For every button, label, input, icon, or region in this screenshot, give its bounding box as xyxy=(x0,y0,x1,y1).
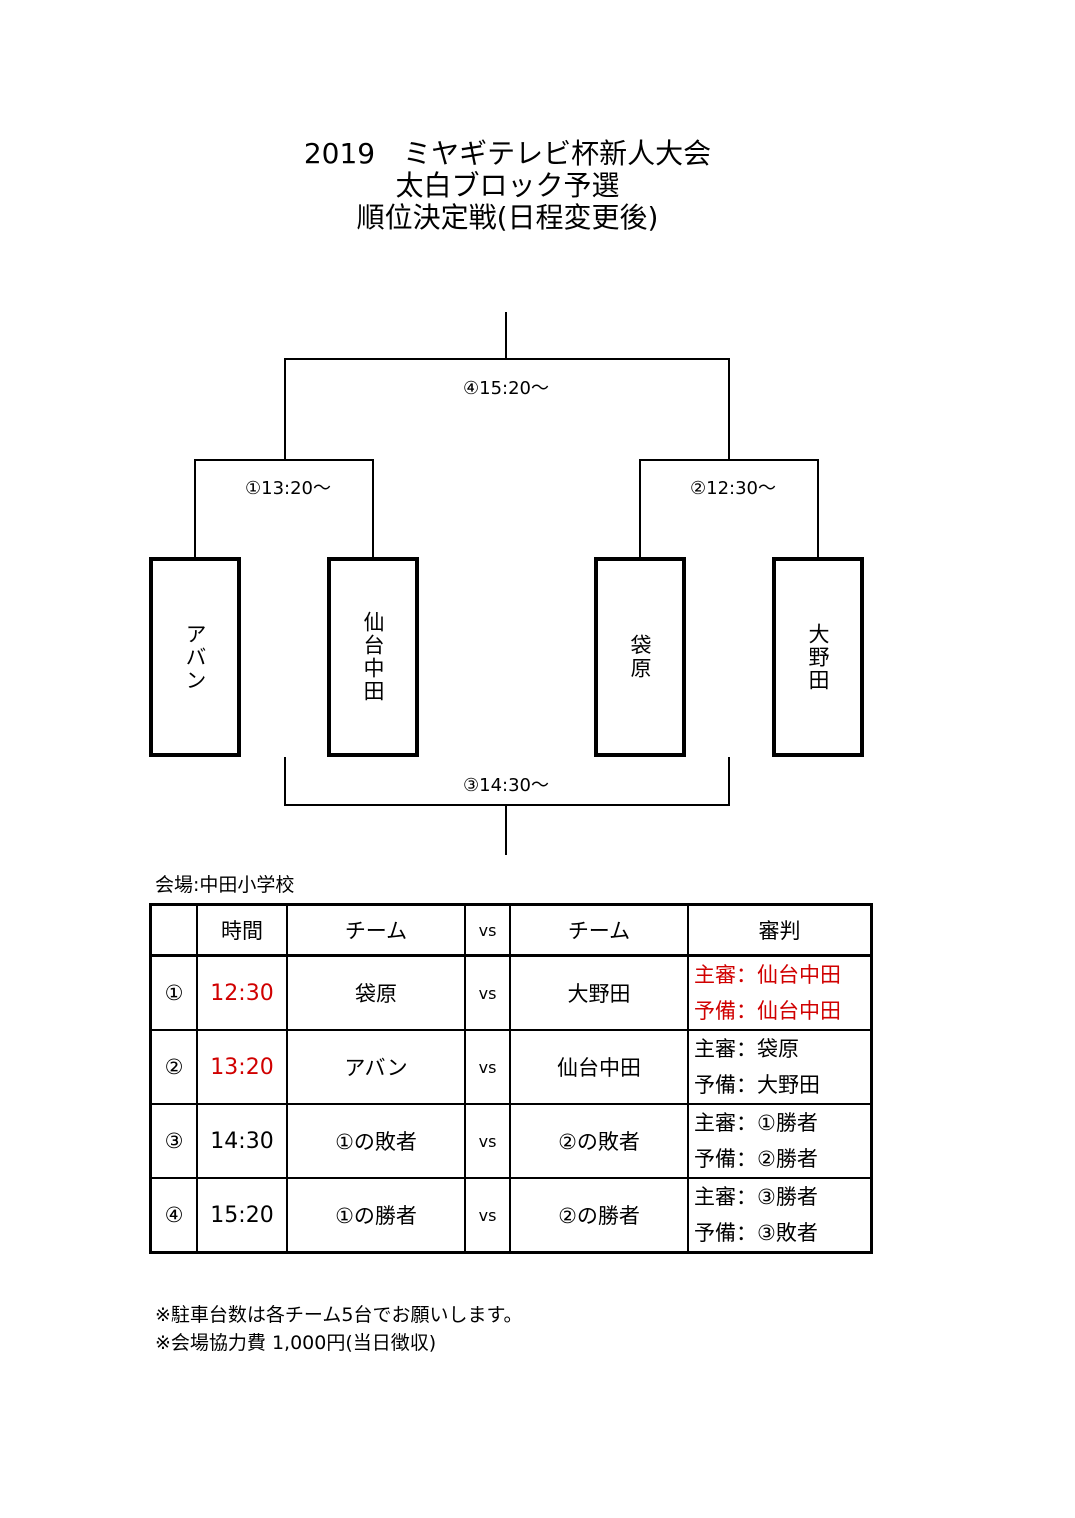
table-row: ① 12:30 袋原 vs 大野田 主審：仙台中田 予備：仙台中田 xyxy=(149,954,873,1031)
header-referee: 審判 xyxy=(687,903,873,957)
table-row: ④ 15:20 ①の勝者 vs ②の勝者 主審：③勝者 予備：③敗者 xyxy=(149,1177,873,1254)
match-number: ① xyxy=(149,954,198,1031)
team-box-onoda: 大野田 xyxy=(772,557,864,757)
bracket-line xyxy=(284,804,730,806)
bracket-line xyxy=(372,459,374,558)
header-no xyxy=(149,903,198,957)
match-number: ③ xyxy=(149,1103,198,1179)
referee-cell: 主審：③勝者 予備：③敗者 xyxy=(687,1177,873,1254)
third-place-label: ③14:30～ xyxy=(462,775,549,796)
vs-cell: vs xyxy=(464,1177,511,1254)
bracket-line xyxy=(284,757,286,805)
match-number: ② xyxy=(149,1029,198,1105)
team-box-aban: アバン xyxy=(149,557,241,757)
team-box-fukurobara: 袋原 xyxy=(594,557,686,757)
main-referee: 主審：③勝者 xyxy=(694,1185,818,1209)
match-time: 15:20 xyxy=(196,1177,288,1254)
team-name: 袋原 xyxy=(628,634,652,680)
referee-cell: 主審：仙台中田 予備：仙台中田 xyxy=(687,954,873,1031)
table-row: ③ 14:30 ①の敗者 vs ②の敗者 主審：①勝者 予備：②勝者 xyxy=(149,1103,873,1179)
team-name: アバン xyxy=(183,622,207,692)
semi-left-label: ①13:20～ xyxy=(244,478,331,499)
match-time: 12:30 xyxy=(196,954,288,1031)
team-box-sendai-nakada: 仙台中田 xyxy=(327,557,419,757)
bracket-line xyxy=(505,312,507,359)
team2-cell: 大野田 xyxy=(509,954,689,1031)
bracket-line xyxy=(728,358,730,460)
main-referee: 主審：仙台中田 xyxy=(694,963,841,987)
team-name: 仙台中田 xyxy=(361,611,385,703)
team1-cell: アバン xyxy=(286,1029,466,1105)
header-team2: チーム xyxy=(509,903,689,957)
final-label: ④15:20～ xyxy=(462,378,549,399)
semi-right-label: ②12:30～ xyxy=(689,478,776,499)
bracket-line xyxy=(284,358,286,460)
header-time: 時間 xyxy=(196,903,288,957)
table-row: ② 13:20 アバン vs 仙台中田 主審：袋原 予備：大野田 xyxy=(149,1029,873,1105)
header-vs: vs xyxy=(464,903,511,957)
referee-cell: 主審：袋原 予備：大野田 xyxy=(687,1029,873,1105)
team1-cell: 袋原 xyxy=(286,954,466,1031)
team2-cell: ②の勝者 xyxy=(509,1177,689,1254)
bracket-line xyxy=(728,757,730,805)
bracket-line xyxy=(817,459,819,558)
reserve-referee: 予備：仙台中田 xyxy=(694,999,841,1023)
team1-cell: ①の勝者 xyxy=(286,1177,466,1254)
team1-cell: ①の敗者 xyxy=(286,1103,466,1179)
vs-cell: vs xyxy=(464,1029,511,1105)
team2-cell: ②の敗者 xyxy=(509,1103,689,1179)
main-referee: 主審：①勝者 xyxy=(694,1111,818,1135)
bracket-line xyxy=(639,459,641,558)
bracket-line xyxy=(284,358,730,360)
page-title: 2019 ミヤギテレビ杯新人大会 xyxy=(303,137,712,170)
referee-cell: 主審：①勝者 予備：②勝者 xyxy=(687,1103,873,1179)
reserve-referee: 予備：大野田 xyxy=(694,1073,820,1097)
page-subtitle-2: 順位決定戦(日程変更後) xyxy=(356,201,659,234)
team2-cell: 仙台中田 xyxy=(509,1029,689,1105)
reserve-referee: 予備：②勝者 xyxy=(694,1147,818,1171)
bracket-line xyxy=(639,459,819,461)
team-name: 大野田 xyxy=(806,622,830,692)
venue-fee-note: ※会場協力費 1,000円(当日徴収) xyxy=(155,1332,437,1354)
parking-note: ※駐車台数は各チーム5台でお願いします。 xyxy=(155,1304,523,1326)
match-number: ④ xyxy=(149,1177,198,1254)
main-referee: 主審：袋原 xyxy=(694,1037,799,1061)
match-time: 14:30 xyxy=(196,1103,288,1179)
bracket-line xyxy=(194,459,374,461)
match-time: 13:20 xyxy=(196,1029,288,1105)
schedule-table: 時間 チーム vs チーム 審判 ① 12:30 袋原 vs 大野田 主審：仙台… xyxy=(149,903,873,1254)
bracket-line xyxy=(505,805,507,855)
vs-cell: vs xyxy=(464,954,511,1031)
vs-cell: vs xyxy=(464,1103,511,1179)
bracket-line xyxy=(194,459,196,558)
venue-label: 会場:中田小学校 xyxy=(155,874,295,896)
header-team1: チーム xyxy=(286,903,466,957)
table-header-row: 時間 チーム vs チーム 審判 xyxy=(149,903,873,957)
page-subtitle: 太白ブロック予選 xyxy=(395,169,620,202)
reserve-referee: 予備：③敗者 xyxy=(694,1221,818,1245)
